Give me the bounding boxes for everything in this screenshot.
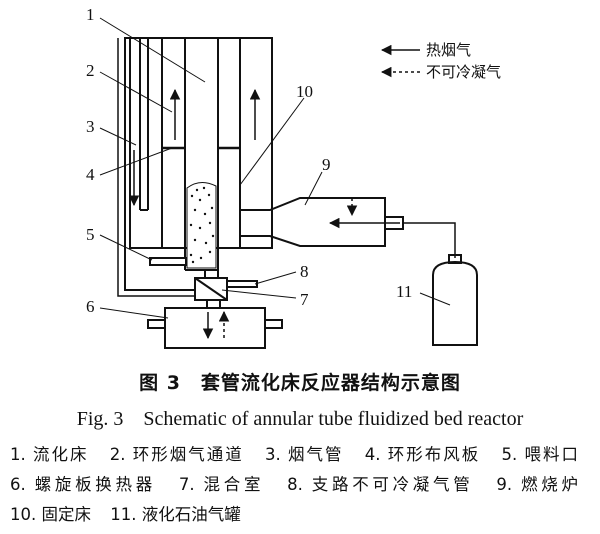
component-legend: 1. 流化床 2. 环形烟气通道 3. 烟气管 4. 环形布风板 5. 喂料口 … [10, 440, 592, 530]
label-7: 7 [300, 290, 309, 309]
legend-item: 5. 喂料口 [501, 445, 579, 464]
reactor-diagram: 1 2 3 4 5 6 7 8 9 10 11 热烟气 不可冷凝气 [86, 5, 501, 349]
label-1: 1 [86, 5, 95, 24]
legend-item: 11. 液化石油气罐 [110, 505, 241, 524]
legend-item: 4. 环形布风板 [364, 445, 481, 464]
lpg-tank [432, 260, 478, 346]
label-3: 3 [86, 117, 95, 136]
legend-item: 2. 环形烟气通道 [109, 445, 244, 464]
fixed-bed-particles [186, 182, 217, 269]
legend-item: 8. 支路不可冷凝气管 [287, 475, 474, 494]
label-10: 10 [296, 82, 313, 101]
legend-item: 7. 混合室 [178, 475, 265, 494]
branch-gas-tube [226, 280, 258, 288]
label-8: 8 [300, 262, 309, 281]
flue-gas-pipe [139, 38, 149, 211]
legend-item: 10. 固定床 [10, 505, 91, 524]
label-11: 11 [396, 282, 412, 301]
legend-item: 3. 烟气管 [265, 445, 344, 464]
label-5: 5 [86, 225, 95, 244]
label-6: 6 [86, 297, 95, 316]
legend-item: 6. 螺旋板换热器 [10, 475, 156, 494]
feed-port [149, 257, 187, 266]
legend-hot-gas: 热烟气 [426, 41, 471, 59]
spiral-heat-exchanger [164, 307, 266, 349]
legend-noncondensable: 不可冷凝气 [426, 63, 501, 81]
label-9: 9 [322, 155, 331, 174]
burner [240, 197, 386, 247]
legend-item: 1. 流化床 [10, 445, 89, 464]
figure-caption-en: Fig. 3 Schematic of annular tube fluidiz… [76, 408, 524, 430]
legend-item: 9. 燃烧炉 [496, 475, 578, 494]
label-2: 2 [86, 61, 95, 80]
label-4: 4 [86, 165, 95, 184]
figure-caption-cn: 图 3 套管流化床反应器结构示意图 [139, 372, 461, 394]
